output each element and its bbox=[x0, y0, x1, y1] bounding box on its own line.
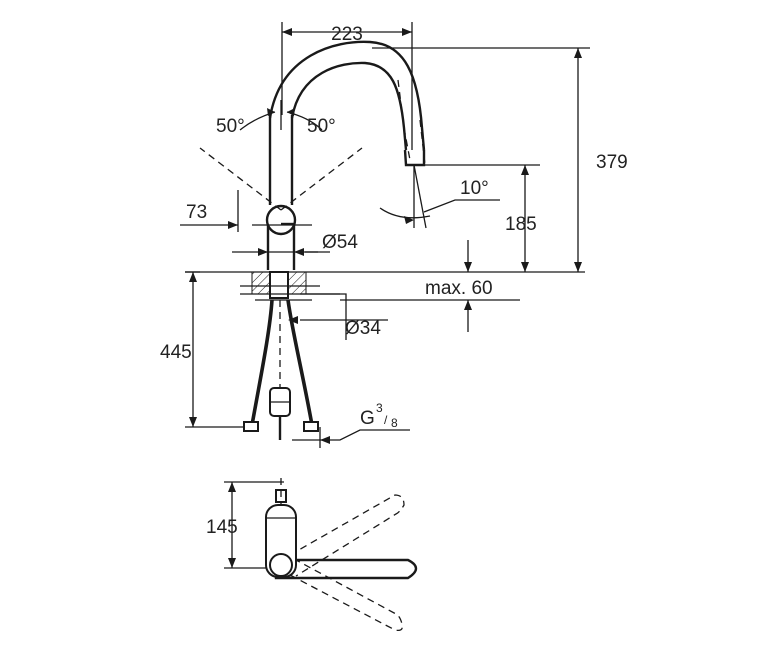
dim-label-73: 73 bbox=[186, 202, 207, 223]
arrow-379-bottom bbox=[574, 262, 582, 272]
lever-swing-right bbox=[280, 147, 363, 211]
tilt-leader bbox=[423, 199, 500, 213]
dim-label-145: 145 bbox=[206, 517, 238, 538]
thread-label-num: 3 bbox=[376, 401, 383, 415]
arrow-tilt bbox=[404, 216, 414, 224]
hose-connector-right bbox=[303, 421, 319, 432]
dim-label-223: 223 bbox=[331, 24, 363, 45]
handle-knob bbox=[265, 204, 297, 236]
dim-label-445: 445 bbox=[160, 342, 192, 363]
arrow-223-left bbox=[282, 28, 292, 36]
hose-right bbox=[286, 299, 314, 426]
lever-swing-left bbox=[199, 147, 282, 211]
dim-label-50-right: 50° bbox=[307, 116, 336, 137]
dim-label-50-left: 50° bbox=[216, 116, 245, 137]
hose-connector-left bbox=[243, 421, 259, 432]
hose-left bbox=[250, 299, 274, 426]
dim-label-max60: max. 60 bbox=[425, 278, 493, 299]
arrow-445-top bbox=[189, 272, 197, 282]
thread-label-slash: / bbox=[384, 413, 388, 427]
arrow-445-bottom bbox=[189, 417, 197, 427]
arrow-185-top bbox=[521, 165, 529, 175]
arrow-angle-right bbox=[287, 108, 295, 116]
spout-plan bbox=[274, 558, 418, 580]
thread-label-den: 8 bbox=[391, 416, 398, 430]
spray-head-tip bbox=[403, 149, 426, 167]
tilt-ref-angled bbox=[413, 164, 427, 229]
tilt-arc bbox=[379, 207, 431, 219]
arrow-223-right bbox=[402, 28, 412, 36]
side-elevation: 223 379 185 10° 50° 50° 73 Ø54 bbox=[160, 22, 628, 448]
arrow-60-bottom bbox=[464, 300, 472, 310]
arrow-185-bottom bbox=[521, 262, 529, 272]
swing-position-lower bbox=[289, 559, 403, 632]
arrow-60-top bbox=[464, 262, 472, 272]
base-plan bbox=[269, 553, 293, 577]
spout-outer bbox=[268, 40, 426, 151]
arrow-145-bottom bbox=[228, 558, 236, 568]
dim-label-185: 185 bbox=[505, 214, 537, 235]
dim-label-54: Ø54 bbox=[322, 232, 358, 253]
dim-label-34: Ø34 bbox=[345, 318, 381, 339]
arrow-54-right bbox=[294, 248, 304, 256]
arrow-379-top bbox=[574, 48, 582, 58]
nut-ext-34 bbox=[300, 293, 347, 340]
arrow-73 bbox=[228, 221, 238, 229]
thread-label-g: G bbox=[360, 408, 375, 429]
arrow-145-top bbox=[228, 482, 236, 492]
arrow-g38 bbox=[320, 436, 330, 444]
swing-position-upper bbox=[289, 494, 405, 577]
dim-label-10deg: 10° bbox=[460, 178, 489, 199]
dim-label-379: 379 bbox=[596, 152, 628, 173]
plan-view: 145 bbox=[206, 478, 418, 632]
faucet-column bbox=[266, 115, 296, 270]
arrow-54-left bbox=[258, 248, 268, 256]
g38-leader bbox=[292, 429, 410, 441]
arrow-angle-left bbox=[267, 108, 275, 116]
shank bbox=[269, 271, 289, 299]
spout-inner bbox=[290, 61, 408, 151]
